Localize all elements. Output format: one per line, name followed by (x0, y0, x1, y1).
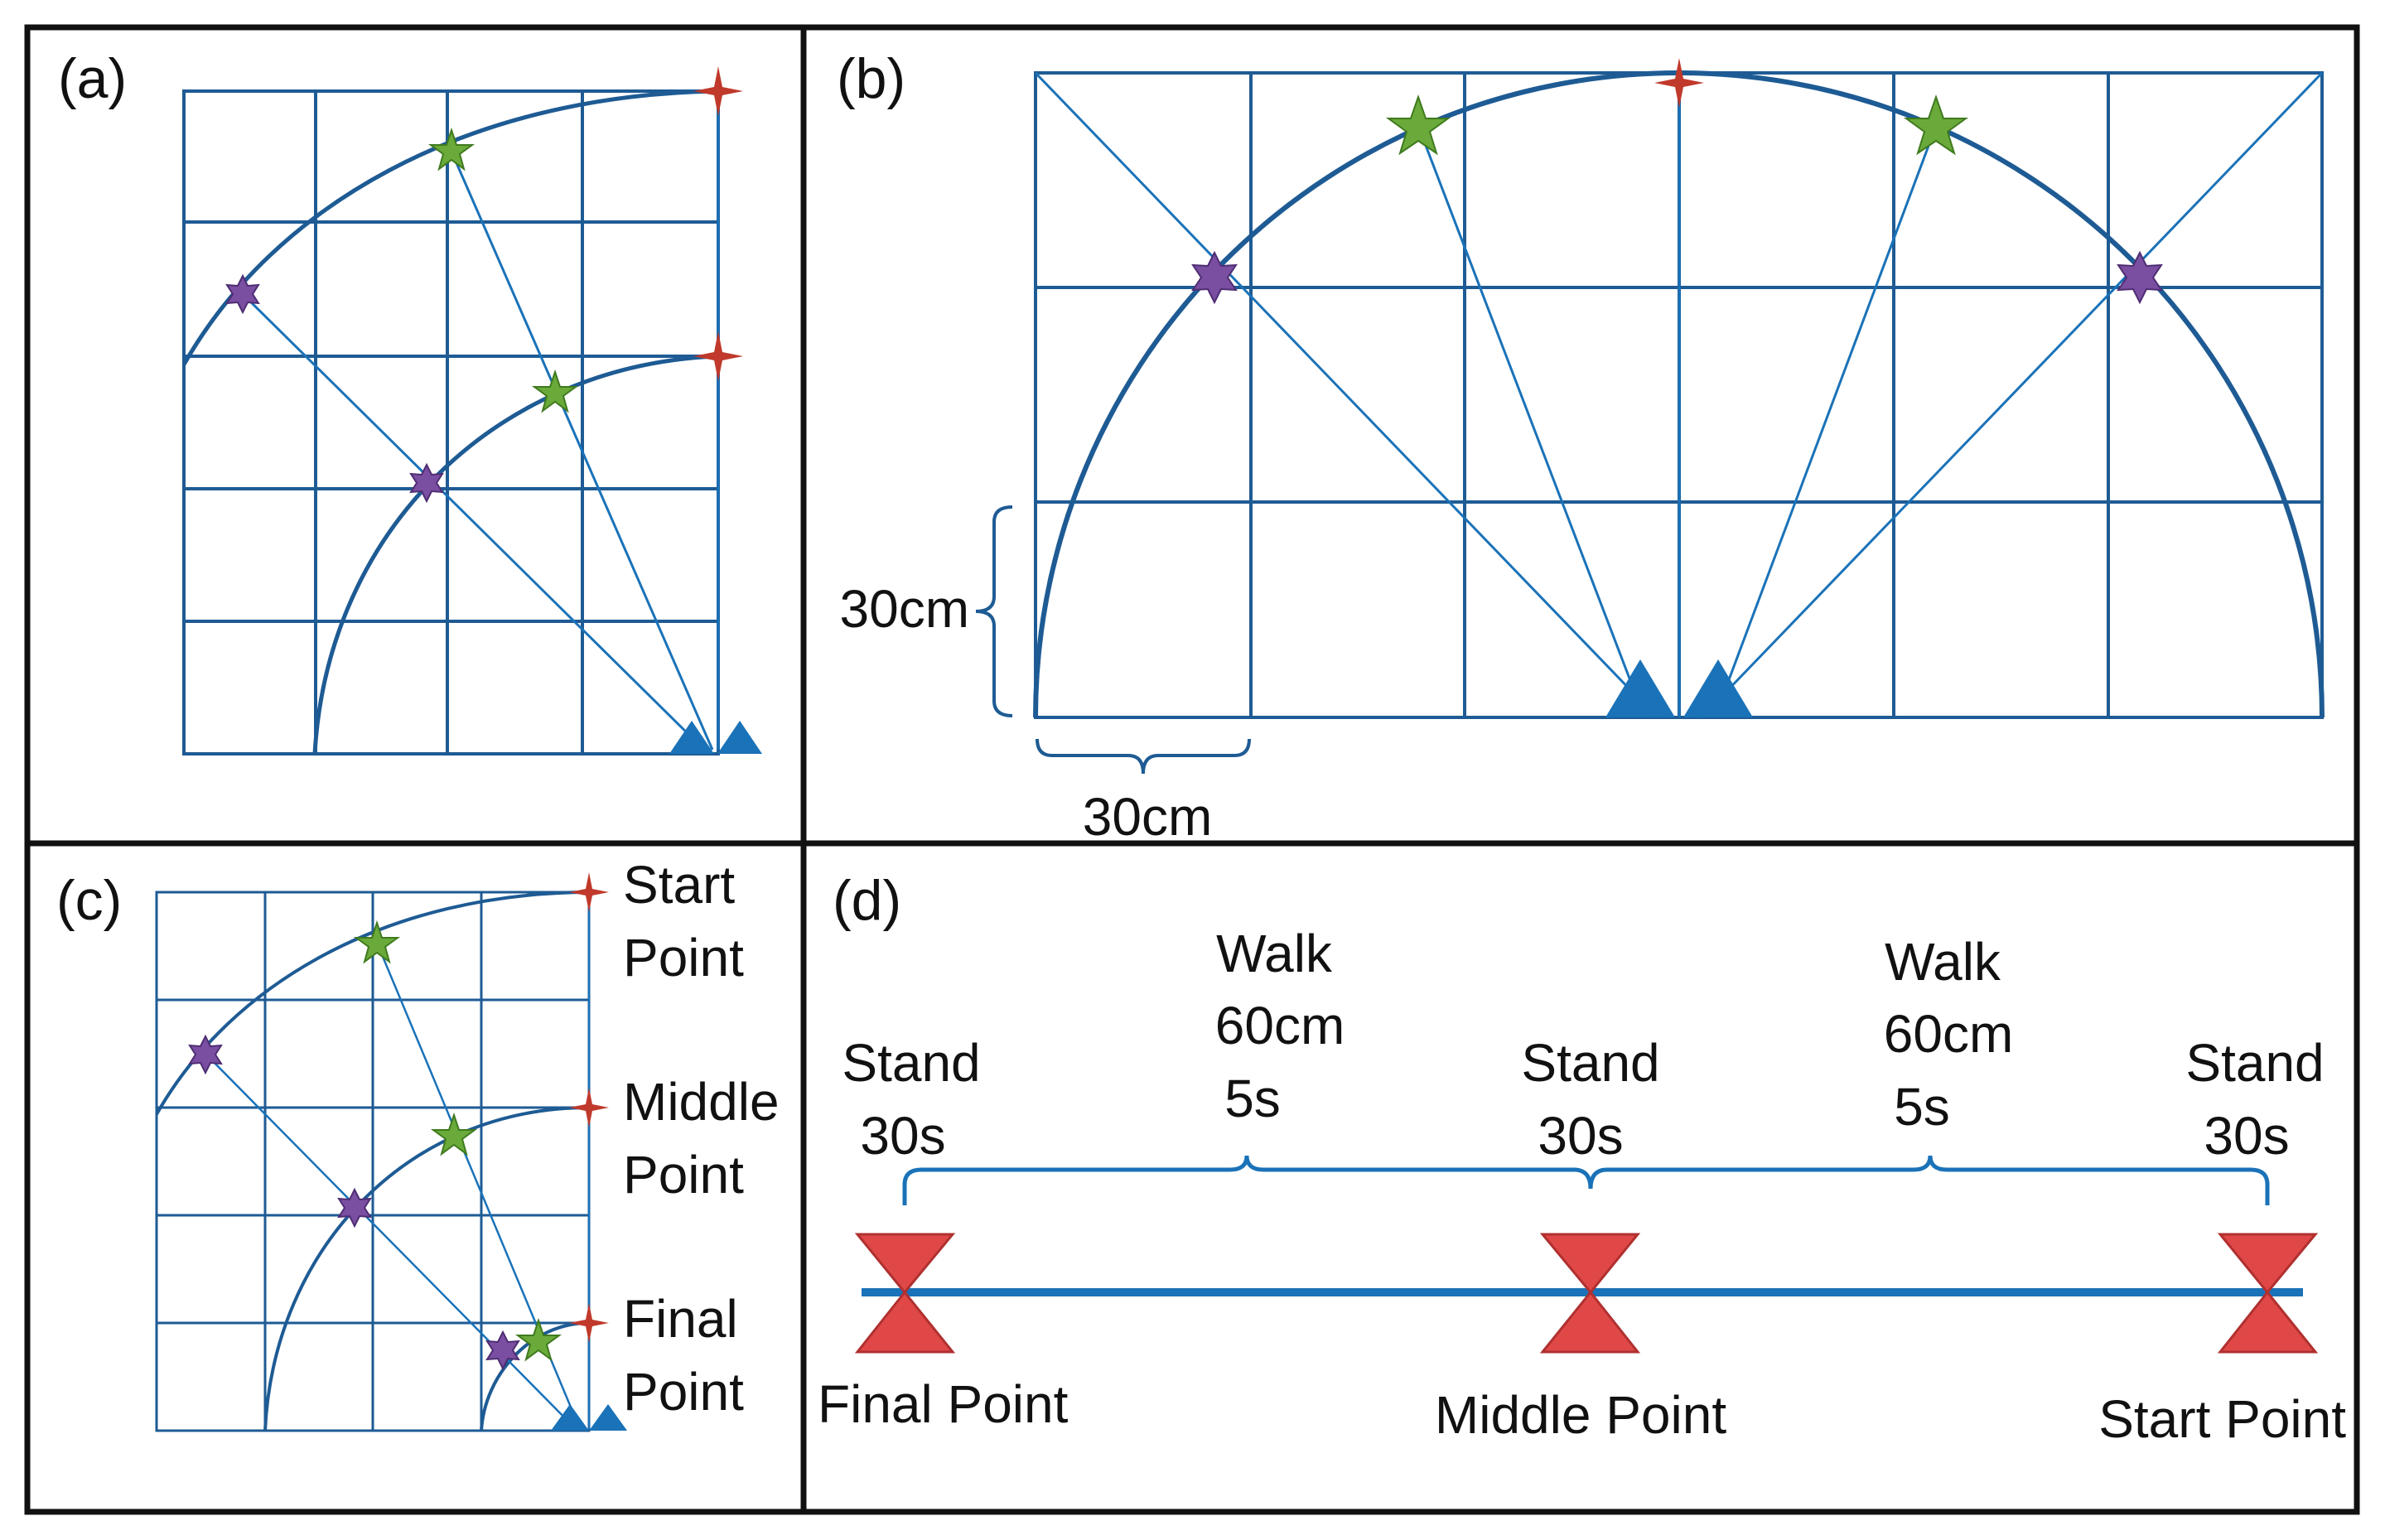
panel-c-label: (c) (56, 869, 122, 932)
start-marker-icon (693, 331, 743, 381)
middle-point-label-line1: Middle (623, 1072, 780, 1132)
final-point-label-line1: Final (623, 1289, 738, 1349)
panel-d-label: (d) (833, 869, 901, 932)
path-line (241, 292, 706, 751)
outer-border (24, 24, 2360, 1515)
green-star-icon (533, 371, 577, 412)
path-line (205, 1053, 577, 1430)
stand-mid-line1: Stand (1521, 1033, 1659, 1093)
green-star-icon (517, 1320, 560, 1360)
inner-arc (312, 354, 719, 755)
walk-right-line3: 5s (1894, 1077, 1950, 1137)
panel-c: (c) Start (56, 855, 780, 1432)
walk-left-line1: Walk (1216, 924, 1333, 983)
purple-hexstar-icon (189, 1036, 222, 1074)
sensor-triangle-icon (589, 1404, 627, 1431)
middle-marker-icon (569, 1088, 609, 1127)
green-star-icon (1905, 96, 1967, 154)
purple-hexstar-icon (1192, 252, 1237, 303)
green-star-icon (1388, 96, 1449, 154)
panel-c-grid (155, 891, 591, 1432)
panel-a-arcs (181, 89, 719, 755)
middle-point-label-line2: Point (623, 1145, 744, 1204)
final-point-label-line2: Point (623, 1362, 744, 1422)
panel-b: (b) 30cm 30c (837, 47, 2325, 847)
middle-arc (263, 1106, 590, 1431)
start-point-label: Start Point (2098, 1389, 2346, 1449)
start-marker-icon (693, 66, 743, 116)
stand-right-line2: 30s (2204, 1106, 2289, 1166)
panel-a-paths (241, 91, 720, 751)
vertical-bracket (975, 505, 1013, 717)
walk-left-line2: 60cm (1215, 996, 1345, 1055)
path-line (1417, 125, 1646, 718)
stand-right-text: Stand 30s (2185, 1033, 2324, 1166)
stand-mid-text: Stand 30s (1521, 1033, 1659, 1166)
sensor-triangle-icon (551, 1404, 589, 1431)
stand-left-line2: 30s (860, 1106, 945, 1166)
stand-mid-line2: 30s (1538, 1106, 1623, 1166)
figure-frame (24, 24, 2360, 1515)
walk-right-line1: Walk (1885, 932, 2001, 992)
horizontal-dimension-label: 30cm (1083, 787, 1213, 847)
final-point-hourglass-icon (854, 1233, 956, 1354)
green-star-icon (432, 1114, 476, 1155)
final-point-label: Final Point (818, 1374, 1069, 1434)
panel-d: (d) Stand 30s Walk 60cm 5s Stand 30s Wal… (818, 869, 2346, 1449)
start-point-hourglass-icon (2217, 1233, 2319, 1354)
path-line (450, 151, 714, 751)
final-marker-icon (569, 1303, 609, 1343)
horizontal-bracket (1036, 738, 1251, 775)
stand-left-line1: Stand (842, 1033, 980, 1093)
dimension-brackets (975, 505, 1251, 775)
stand-right-line1: Stand (2185, 1033, 2324, 1093)
vertical-dimension-label: 30cm (840, 579, 970, 639)
sensor-triangle-icon (669, 721, 714, 754)
walk-left-line3: 5s (1224, 1069, 1281, 1128)
sensor-triangle-icon (1605, 659, 1675, 717)
path-line (1700, 71, 2324, 719)
middle-point-label: Middle Point (1435, 1385, 1726, 1445)
walk-right-text: Walk 60cm 5s (1884, 932, 2014, 1137)
panel-a-grid (182, 89, 720, 756)
walk-left-text: Walk 60cm 5s (1215, 924, 1345, 1128)
middle-point-hourglass-icon (1539, 1233, 1641, 1354)
start-point-label-line1: Start (623, 855, 735, 915)
panel-b-paths (1034, 71, 2324, 719)
start-marker-icon (569, 872, 609, 912)
green-star-icon (355, 922, 398, 963)
start-marker-icon (1654, 58, 1704, 108)
panel-b-label: (b) (837, 47, 905, 110)
path-line (1713, 125, 1938, 718)
stand-left-text: Stand 30s (842, 1033, 980, 1166)
sensor-triangle-icon (1683, 659, 1753, 717)
timeline-bracket (902, 1155, 2270, 1205)
panel-a-label: (a) (58, 47, 127, 110)
panel-a: (a) (58, 47, 762, 756)
start-point-label-line2: Point (623, 928, 744, 987)
grid-border (182, 89, 720, 756)
sensor-triangle-icon (717, 721, 762, 754)
walk-right-line2: 60cm (1884, 1004, 2014, 1064)
path-line (1034, 71, 1658, 719)
purple-hexstar-icon (486, 1331, 519, 1369)
